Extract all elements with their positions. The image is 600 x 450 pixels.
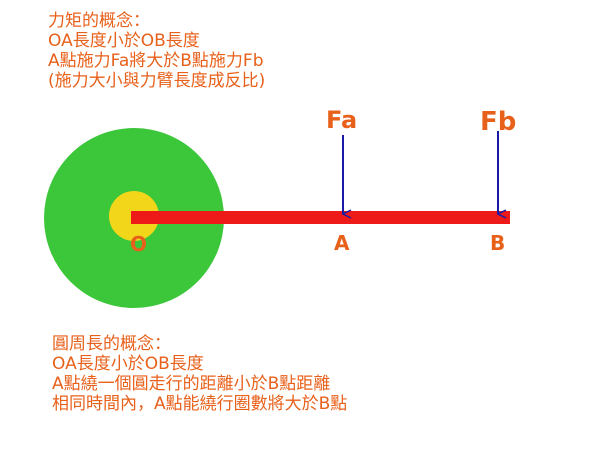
point-o-label: O xyxy=(130,232,148,256)
circumference-concept-text: 圓周長的概念： OA長度小於OB長度 A點繞一個圓走行的距離小於B點距離 相同時… xyxy=(52,334,347,414)
circumference-concept-title: 圓周長的概念： xyxy=(52,334,171,354)
point-a-label: A xyxy=(334,231,350,255)
circumference-concept-line-2: A點繞一個圓走行的距離小於B點距離 xyxy=(52,374,331,394)
circumference-concept-line-1: OA長度小於OB長度 xyxy=(52,354,204,374)
force-b-label: Fb xyxy=(480,107,517,137)
torque-concept-line-2: A點施力Fa將大於B點施力Fb xyxy=(48,51,264,71)
torque-concept-line-1: OA長度小於OB長度 xyxy=(48,31,200,51)
torque-concept-line-3: (施力大小與力臂長度成反比) xyxy=(48,71,266,91)
circumference-concept-line-3: 相同時間內，A點能繞行圈數將大於B點 xyxy=(52,394,348,414)
point-b-label: B xyxy=(490,231,506,255)
torque-concept-text: 力矩的概念： OA長度小於OB長度 A點施力Fa將大於B點施力Fb (施力大小與… xyxy=(48,11,265,91)
lever-bar xyxy=(131,211,510,224)
force-a-label: Fa xyxy=(326,106,358,134)
torque-concept-title: 力矩的概念： xyxy=(48,11,150,31)
